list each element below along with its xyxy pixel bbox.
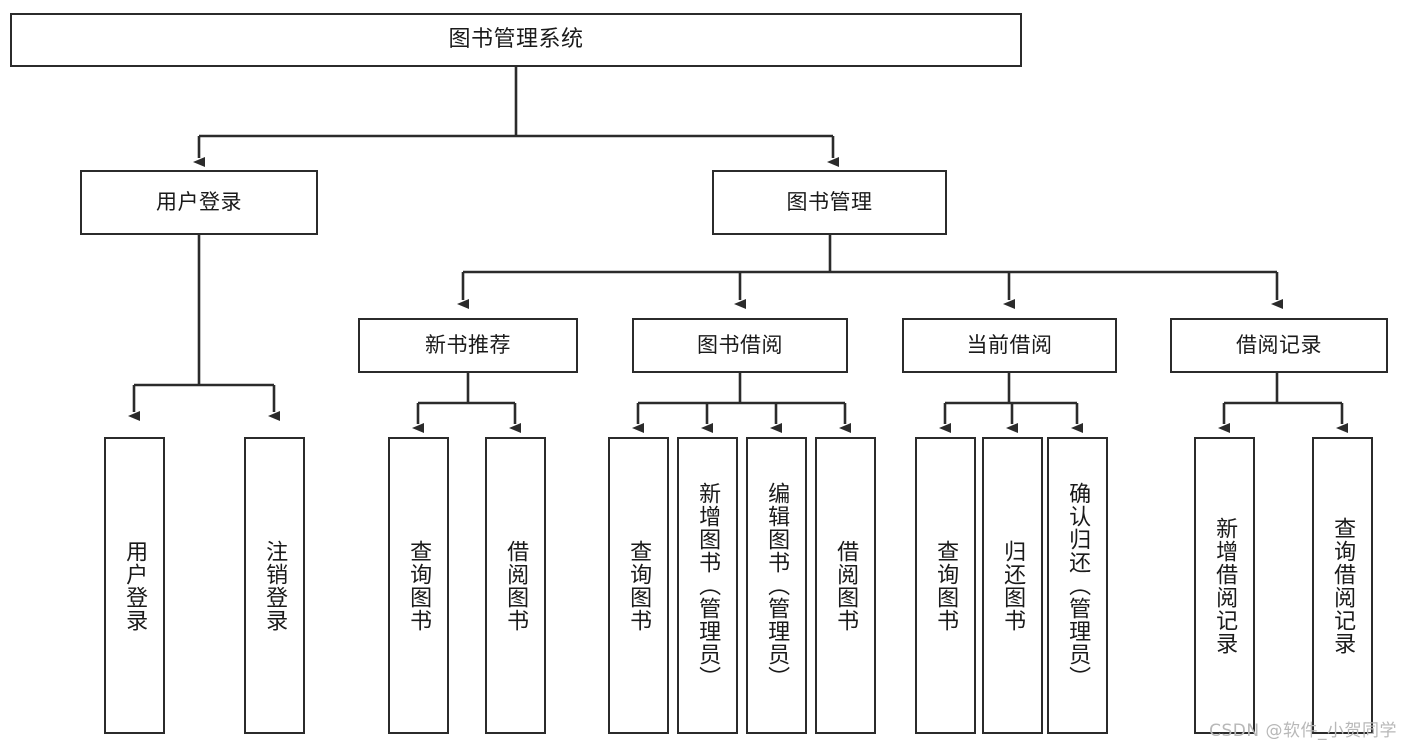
node-label: 新书推荐 (425, 333, 511, 358)
node-root-book-management-system[interactable]: 图书管理系统 (10, 13, 1022, 67)
node-label: 新增图书（管理员） (695, 482, 721, 689)
leaf-borrow-record-add-record[interactable]: 新增借阅记录 (1194, 437, 1255, 734)
leaf-book-borrow-query-book[interactable]: 查询图书 (608, 437, 669, 734)
node-label: 借阅记录 (1236, 333, 1322, 358)
node-new-book-recommend[interactable]: 新书推荐 (358, 318, 578, 373)
leaf-borrow-record-query-record[interactable]: 查询借阅记录 (1312, 437, 1373, 734)
node-label: 当前借阅 (966, 333, 1053, 358)
leaf-current-borrow-confirm-return-admin[interactable]: 确认归还（管理员） (1047, 437, 1108, 734)
node-label: 查询借阅记录 (1330, 516, 1356, 655)
leaf-new-book-borrow-book[interactable]: 借阅图书 (485, 437, 546, 734)
node-book-borrow[interactable]: 图书借阅 (632, 318, 848, 373)
node-current-borrow[interactable]: 当前借阅 (902, 318, 1117, 373)
node-label: 编辑图书（管理员） (764, 482, 790, 689)
node-label: 查询图书 (626, 539, 652, 632)
node-label: 确认归还（管理员） (1065, 482, 1091, 689)
node-label: 查询图书 (933, 539, 959, 632)
node-label: 图书管理系统 (448, 27, 584, 53)
node-borrow-record[interactable]: 借阅记录 (1170, 318, 1388, 373)
node-user-login[interactable]: 用户登录 (80, 170, 318, 235)
leaf-user-login-login[interactable]: 用户登录 (104, 437, 165, 734)
leaf-book-borrow-add-book-admin[interactable]: 新增图书（管理员） (677, 437, 738, 734)
leaf-user-login-logout[interactable]: 注销登录 (244, 437, 305, 734)
node-label: 借阅图书 (503, 539, 529, 632)
node-book-management[interactable]: 图书管理 (712, 170, 947, 235)
node-label: 用户登录 (156, 190, 242, 215)
leaf-current-borrow-query-book[interactable]: 查询图书 (915, 437, 976, 734)
node-label: 查询图书 (406, 539, 432, 632)
node-label: 新增借阅记录 (1212, 516, 1238, 655)
leaf-book-borrow-edit-book-admin[interactable]: 编辑图书（管理员） (746, 437, 807, 734)
node-label: 图书借阅 (697, 333, 783, 358)
leaf-new-book-query-book[interactable]: 查询图书 (388, 437, 449, 734)
node-label: 图书管理 (786, 190, 873, 215)
node-label: 注销登录 (262, 539, 288, 632)
leaf-current-borrow-return-book[interactable]: 归还图书 (982, 437, 1043, 734)
csdn-watermark: CSDN @软件_小贺同学 (1209, 721, 1397, 741)
node-label: 用户登录 (122, 539, 148, 632)
node-label: 借阅图书 (833, 539, 859, 632)
node-label: 归还图书 (1000, 539, 1026, 632)
leaf-book-borrow-borrow-book[interactable]: 借阅图书 (815, 437, 876, 734)
